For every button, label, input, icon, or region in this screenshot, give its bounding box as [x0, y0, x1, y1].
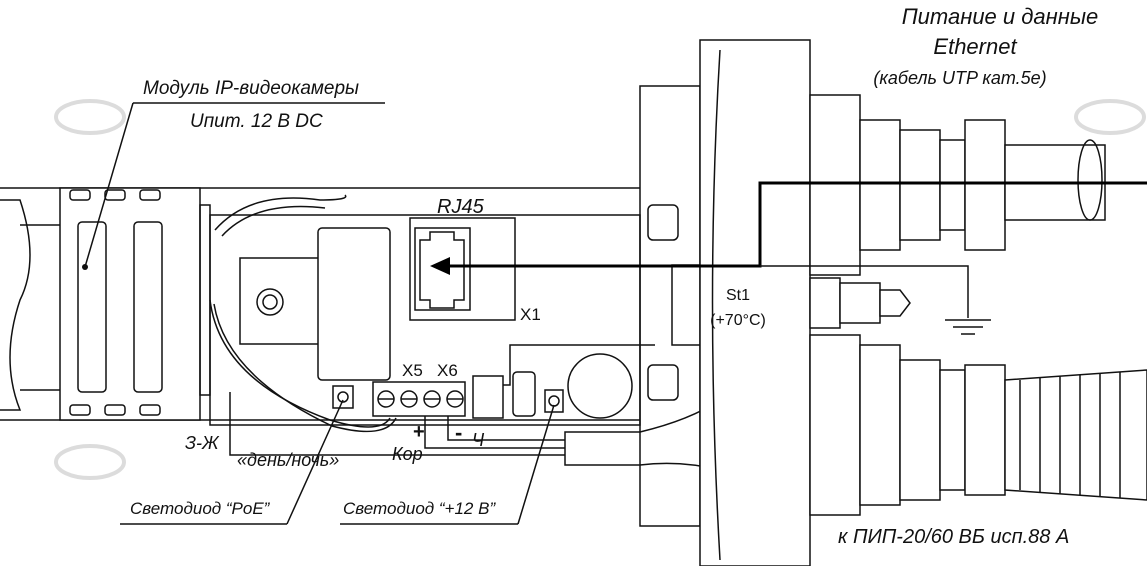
ch-label: Ч — [472, 430, 485, 450]
x6-label: X6 — [437, 361, 458, 380]
watermark-logo — [1074, 99, 1146, 135]
kor-label: Кор — [392, 444, 423, 464]
arrow-icon — [430, 257, 450, 275]
title-line1: Питание и данные — [902, 4, 1099, 29]
minus-label: - — [455, 420, 462, 445]
day-night-label: «день/ночь» — [237, 450, 339, 470]
zzh-label: З-Ж — [185, 433, 220, 453]
voltage-label: Uпит. 12 В DC — [190, 111, 323, 132]
led-poe-label: Светодиод “PoE” — [130, 499, 271, 518]
led-12v — [544, 389, 564, 413]
module-label: Модуль IP-видеокамеры — [143, 78, 359, 99]
cable-gland-bottom — [809, 334, 1147, 516]
thermostat-st1 — [809, 277, 911, 329]
st1-temp: (+70°C) — [710, 312, 766, 329]
st1-label: St1 — [726, 287, 750, 304]
x5-label: X5 — [402, 361, 423, 380]
title-line3: (кабель UTP кат.5е) — [873, 68, 1046, 88]
led-12v-label: Светодиод “+12 В” — [343, 499, 496, 518]
pcb-board — [209, 194, 641, 433]
led-poe — [332, 385, 354, 409]
watermark-logo — [54, 444, 126, 480]
rj45-area — [409, 217, 516, 321]
power-connector — [472, 375, 504, 419]
watermark-logo — [54, 99, 126, 135]
title-line2: Ethernet — [933, 34, 1017, 59]
rj45-label: RJ45 — [437, 196, 485, 218]
cable-gland-top — [809, 94, 1106, 276]
ground-icon — [945, 319, 991, 335]
camera-housing — [0, 187, 640, 421]
pip-label: к ПИП-20/60 ВБ исп.88 А — [838, 526, 1069, 548]
ethernet-line — [430, 181, 1147, 335]
plus-label: + — [413, 421, 425, 443]
x1-label: X1 — [520, 305, 541, 324]
leader-lines — [84, 102, 555, 525]
